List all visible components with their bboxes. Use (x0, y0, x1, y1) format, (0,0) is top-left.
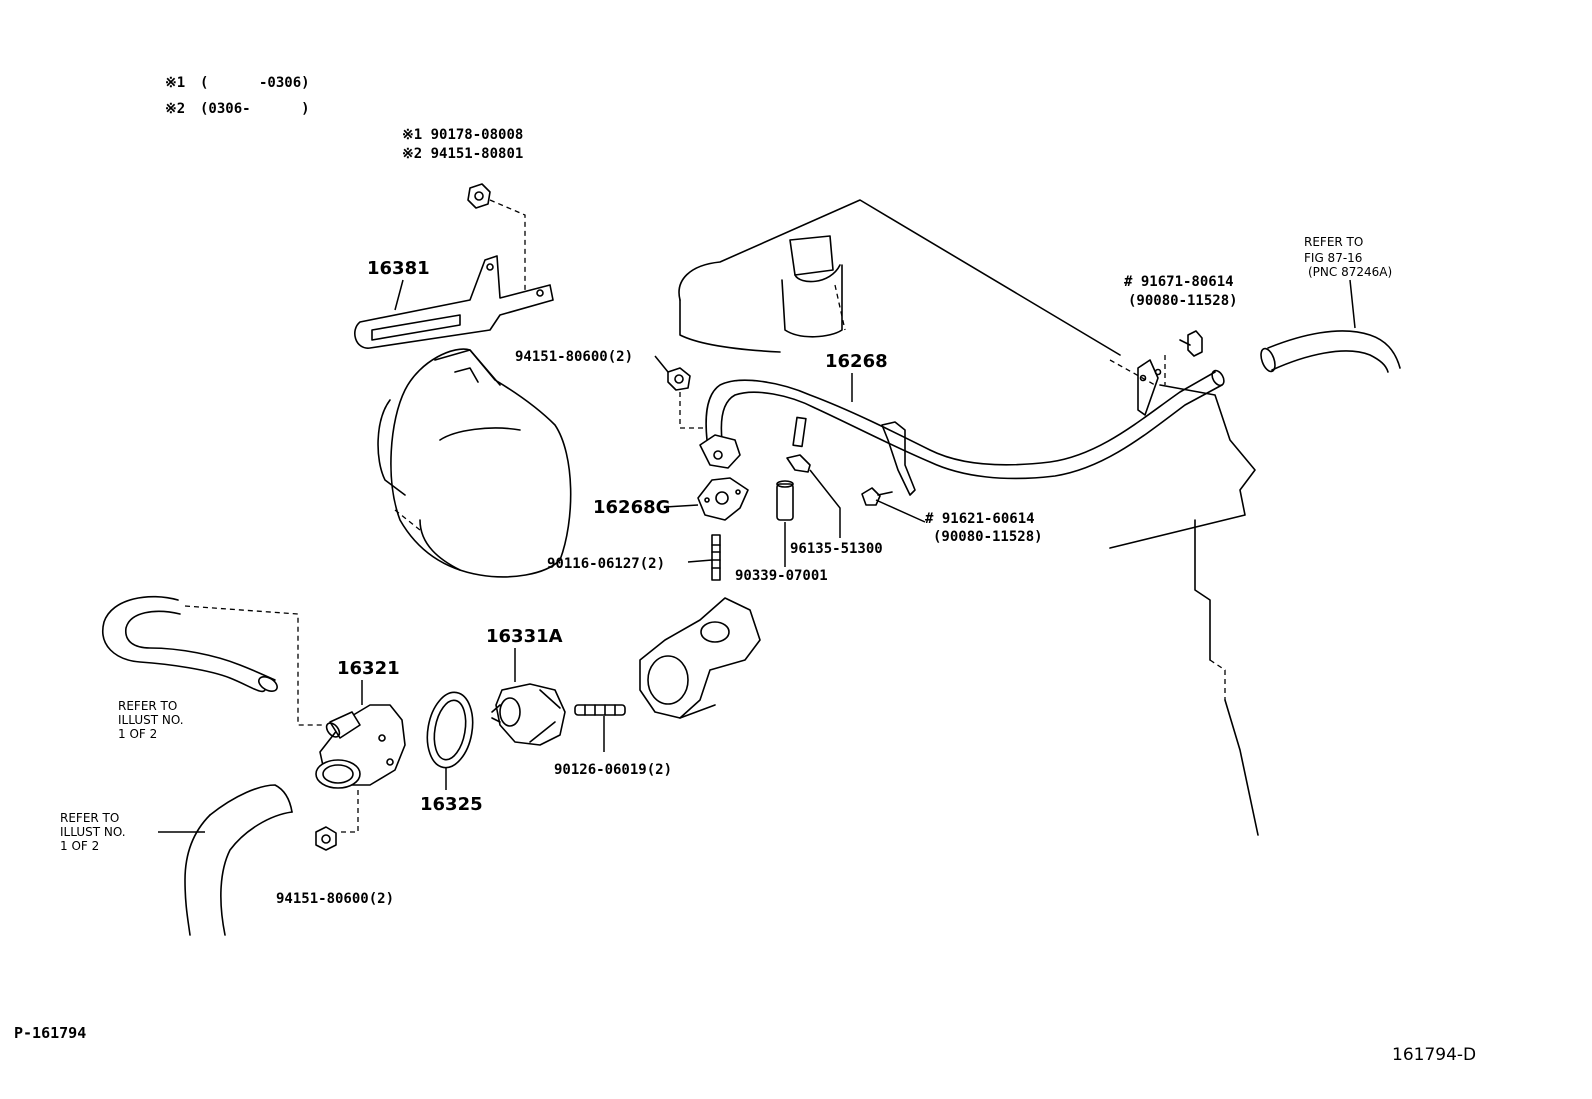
label-bolt-mid-1: # 91621-60614 (925, 511, 1035, 527)
label-thermo-gasket: 16325 (420, 794, 483, 815)
thermostat-assembly: 16325 16331A 90126-06019(2) (420, 597, 761, 815)
gasket-pipe-icon (697, 477, 749, 521)
stud-pipe-icon (711, 534, 721, 581)
label-refer-illust-b-2: ILLUST NO. (60, 825, 126, 839)
label-stud-pipe: 90116-06127(2) (547, 556, 665, 572)
label-refer-illust-b-3: 1 OF 2 (60, 839, 99, 853)
thermostat-icon (491, 683, 566, 746)
bracket-assembly: ※1 90178-08008 ※2 94151-80801 16381 (354, 127, 554, 349)
thermo-gasket-icon (426, 691, 474, 769)
label-refer-illust-a-2: ILLUST NO. (118, 713, 184, 727)
label-nut-top-1: ※1 90178-08008 (402, 127, 523, 143)
inlet-assembly: REFER TO ILLUST NO. 1 OF 2 16321 REFER T… (60, 595, 406, 936)
hose-upper-left-icon (102, 595, 278, 693)
hose-right-icon (1260, 330, 1401, 373)
stud-housing-icon (574, 704, 626, 716)
label-refer-fig-1: REFER TO (1304, 235, 1363, 249)
inlet-housing-icon (315, 704, 406, 789)
nut-pipe-icon (667, 367, 691, 391)
engine-outline (678, 199, 1259, 836)
label-hose-small: 90339-07001 (735, 568, 828, 584)
label-bracket: 16381 (367, 258, 430, 279)
legend: ※1 ( -0306) ※2 (0306- ) (165, 75, 310, 117)
legend-mark-2: ※2 (165, 101, 185, 117)
label-gasket-pipe: 16268G (593, 497, 670, 518)
label-refer-illust-a-1: REFER TO (118, 699, 177, 713)
label-nut-top-2: ※2 94151-80801 (402, 146, 523, 162)
legend-mark-1: ※1 (165, 75, 185, 91)
label-nut-bottom: 94151-80600(2) (276, 891, 394, 907)
small-parts: 16268G 90116-06127(2) 90339-07001 96135-… (547, 416, 1043, 584)
footer-left: P-161794 (14, 1024, 86, 1042)
label-refer-fig-3: (PNC 87246A) (1308, 265, 1392, 279)
label-bolt-top-1: # 91671-80614 (1124, 274, 1234, 290)
label-refer-illust-b-1: REFER TO (60, 811, 119, 825)
bolt-top-icon (1179, 330, 1203, 357)
water-pipe-assembly: 94151-80600(2) 16268 # 91671-80614 (9008… (515, 235, 1401, 496)
legend-range-2: (0306- ) (200, 101, 310, 117)
clip-icon (786, 454, 811, 473)
footer-right: 161794-D (1392, 1045, 1476, 1065)
label-clip: 96135-51300 (790, 541, 883, 557)
nut-bottom-icon (315, 826, 337, 851)
legend-range-1: ( -0306) (200, 75, 310, 91)
hose-small-icon (776, 416, 807, 521)
thermo-housing-icon (639, 597, 761, 719)
bracket-icon (354, 255, 554, 349)
label-refer-fig-2: FIG 87-16 (1304, 251, 1362, 265)
label-bolt-top-2: (90080-11528) (1128, 293, 1238, 309)
label-inlet: 16321 (337, 658, 400, 679)
label-bolt-mid-2: (90080-11528) (933, 529, 1043, 545)
alternator-body (377, 348, 572, 578)
water-pipe-icon (699, 359, 1225, 496)
bolt-mid-icon (861, 487, 893, 506)
label-thermostat: 16331A (486, 626, 563, 647)
label-refer-illust-a-3: 1 OF 2 (118, 727, 157, 741)
label-stud-housing: 90126-06019(2) (554, 762, 672, 778)
nut-top-icon (467, 183, 491, 209)
label-nut-pipe: 94151-80600(2) (515, 349, 633, 365)
hose-lower-left-icon (184, 784, 293, 936)
label-pipe: 16268 (825, 351, 888, 372)
